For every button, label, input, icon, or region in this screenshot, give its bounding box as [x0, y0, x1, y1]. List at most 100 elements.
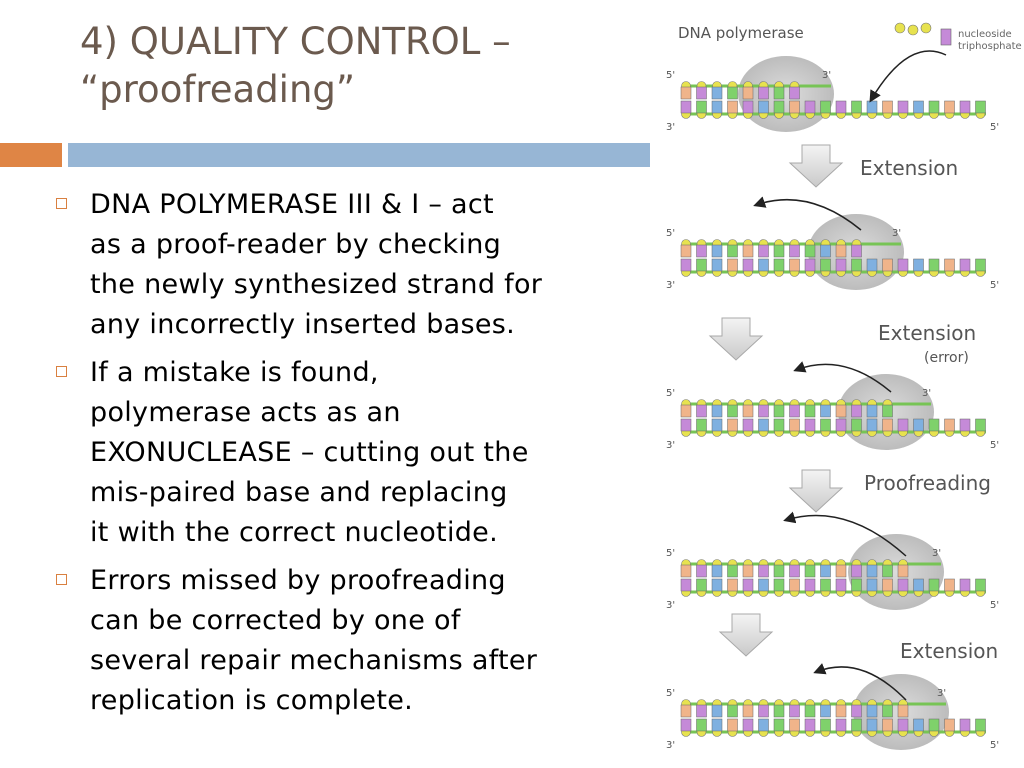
five-prime-label: 5'	[666, 70, 675, 81]
base	[742, 564, 754, 578]
base	[959, 418, 971, 432]
base	[742, 258, 754, 272]
stage-label-1: Extension	[860, 156, 958, 180]
base	[866, 258, 878, 272]
base	[773, 704, 785, 718]
base	[820, 258, 831, 272]
base	[680, 100, 692, 114]
base	[835, 258, 847, 272]
base	[696, 718, 707, 732]
base	[742, 404, 754, 418]
curved-arrow-icon	[783, 511, 907, 557]
base	[851, 578, 862, 592]
base	[727, 578, 738, 592]
five-prime-label: 5'	[990, 440, 999, 451]
down-arrow-icon	[718, 613, 774, 657]
base	[820, 704, 831, 718]
base	[773, 578, 785, 592]
base	[975, 718, 986, 732]
square-bullet-icon	[56, 366, 67, 377]
base	[711, 100, 723, 114]
base	[820, 578, 831, 592]
base	[820, 100, 831, 114]
base	[758, 258, 769, 272]
base	[882, 718, 893, 732]
base	[866, 100, 878, 114]
five-prime-label: 5'	[666, 388, 675, 399]
stage-label-4: Extension	[900, 639, 998, 663]
dna-duplex: 5'3'3'5'	[666, 534, 999, 611]
base	[835, 704, 847, 718]
bullet-item: Errors missed by proofreading can be cor…	[52, 561, 642, 721]
base	[727, 100, 738, 114]
base	[851, 704, 862, 718]
three-prime-label: 3'	[666, 440, 675, 451]
bullet-line: mis-paired base and replacing	[90, 477, 508, 508]
stage-labels: Extension Extension (error) Proofreading…	[860, 156, 998, 663]
base	[835, 244, 847, 258]
base	[804, 564, 816, 578]
curved-arrow-icon	[813, 663, 907, 701]
base	[742, 704, 754, 718]
base	[742, 718, 754, 732]
dna-duplex: 5'3'3'5'	[666, 674, 999, 751]
base	[913, 100, 924, 114]
base	[897, 418, 909, 432]
three-prime-label: 3'	[932, 548, 941, 559]
base	[897, 704, 909, 718]
curved-arrow-icon	[869, 50, 947, 103]
base	[680, 258, 692, 272]
stage-sublabel-2: (error)	[924, 350, 969, 366]
bullet-line: replication is complete.	[90, 685, 413, 716]
base	[680, 418, 692, 432]
bullet-line: as a proof-reader by checking	[90, 229, 502, 260]
three-prime-label: 3'	[937, 688, 946, 699]
base	[804, 418, 816, 432]
base	[804, 258, 816, 272]
base	[944, 418, 955, 432]
bullet-line: can be corrected by one of	[90, 605, 461, 636]
bullet-line: DNA POLYMERASE III & I – act	[90, 189, 494, 220]
base	[975, 418, 986, 432]
base	[696, 564, 707, 578]
five-prime-label: 5'	[990, 122, 999, 133]
base	[789, 564, 800, 578]
base	[897, 100, 909, 114]
five-prime-label: 5'	[990, 740, 999, 751]
base	[758, 100, 769, 114]
base	[820, 418, 831, 432]
base	[851, 718, 862, 732]
base	[696, 578, 707, 592]
base	[944, 100, 955, 114]
base	[711, 404, 723, 418]
base	[711, 718, 723, 732]
base	[711, 704, 723, 718]
base	[975, 578, 986, 592]
base	[944, 258, 955, 272]
base	[680, 578, 692, 592]
dna-strands: 5'3'3'5'5'3'3'5'5'3'3'5'5'3'3'5'5'3'3'5'	[666, 56, 999, 751]
base	[773, 244, 785, 258]
three-prime-label: 3'	[666, 600, 675, 611]
base	[882, 258, 893, 272]
base	[680, 564, 692, 578]
base	[727, 258, 738, 272]
slide-title: 4) QUALITY CONTROL – “proofreading”	[80, 18, 660, 114]
bullet-item: If a mistake is found, polymerase acts a…	[52, 353, 642, 553]
base	[804, 704, 816, 718]
orange-accent-bar	[0, 143, 62, 167]
base	[758, 704, 769, 718]
bullet-line: polymerase acts as an	[90, 397, 401, 428]
base	[727, 718, 738, 732]
base	[835, 100, 847, 114]
blue-accent-bar	[68, 143, 650, 167]
base	[866, 564, 878, 578]
dna-duplex: 5'3'3'5'	[666, 214, 999, 291]
base	[789, 100, 800, 114]
base	[773, 404, 785, 418]
base	[758, 404, 769, 418]
base	[820, 564, 831, 578]
base	[897, 718, 909, 732]
base	[913, 258, 924, 272]
base	[711, 418, 723, 432]
